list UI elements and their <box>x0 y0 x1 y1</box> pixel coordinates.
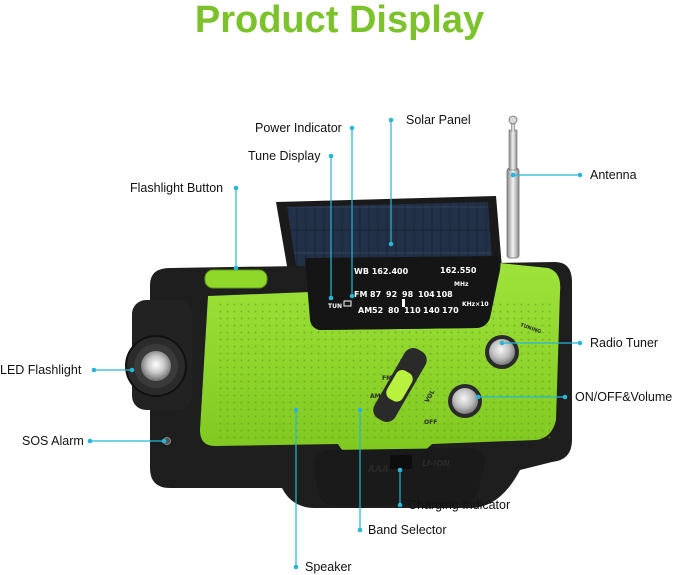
display-am-tick: 140 <box>423 306 440 315</box>
display-am-tick: 80 <box>388 306 400 315</box>
tune-display: WB 162.400 162.550 MHz FM 87 92 98 104 1… <box>328 266 489 315</box>
page-title: Product Display <box>194 0 485 41</box>
display-khz: KHz×10 <box>462 301 489 308</box>
display-am-tick: 52 <box>372 306 383 315</box>
display-fm-label: FM <box>354 290 367 299</box>
display-am-tick: 110 <box>404 306 421 315</box>
label-speaker: Speaker <box>305 560 352 574</box>
label-flashlight-button: Flashlight Button <box>130 181 224 195</box>
display-wb-high: 162.550 <box>440 266 477 275</box>
display-wb: WB 162.400 <box>354 267 409 276</box>
battery-li-ion-text: LI-ION <box>422 459 450 468</box>
label-band-selector: Band Selector <box>368 523 447 537</box>
label-antenna: Antenna <box>590 168 637 182</box>
display-am-label: AM <box>358 306 372 315</box>
label-led-flashlight: LED Flashlight <box>0 363 82 377</box>
label-power-indicator: Power Indicator <box>255 121 342 135</box>
label-sos-alarm: SOS Alarm <box>22 434 84 448</box>
display-tun: TUN <box>328 303 342 310</box>
radio-body <box>125 256 572 508</box>
off-text: OFF <box>424 419 437 426</box>
label-charging-indicator: Charging Indicator <box>408 498 511 512</box>
display-am-tick: 170 <box>442 306 459 315</box>
display-fm-tick: 108 <box>436 290 453 299</box>
display-fm-tick: 92 <box>386 290 397 299</box>
display-fm-tick: 104 <box>418 290 435 299</box>
callout-lines <box>90 120 580 567</box>
display-mhz: MHz <box>454 281 469 288</box>
label-on-off-volume: ON/OFF&Volume <box>575 390 673 404</box>
callout-dots <box>87 117 583 570</box>
battery-aaa-text: AAA <box>367 465 389 475</box>
label-tune-display: Tune Display <box>248 149 321 163</box>
label-radio-tuner: Radio Tuner <box>590 336 659 350</box>
band-wb-text: WB <box>400 359 412 366</box>
band-am-text: AM <box>370 393 381 400</box>
antenna <box>506 115 520 259</box>
label-solar-panel: Solar Panel <box>406 113 471 127</box>
display-fm-tick: 98 <box>402 290 414 299</box>
band-fm-text: FM <box>382 375 392 382</box>
solar-panel <box>276 196 502 272</box>
display-fm-tick: 87 <box>370 290 381 299</box>
